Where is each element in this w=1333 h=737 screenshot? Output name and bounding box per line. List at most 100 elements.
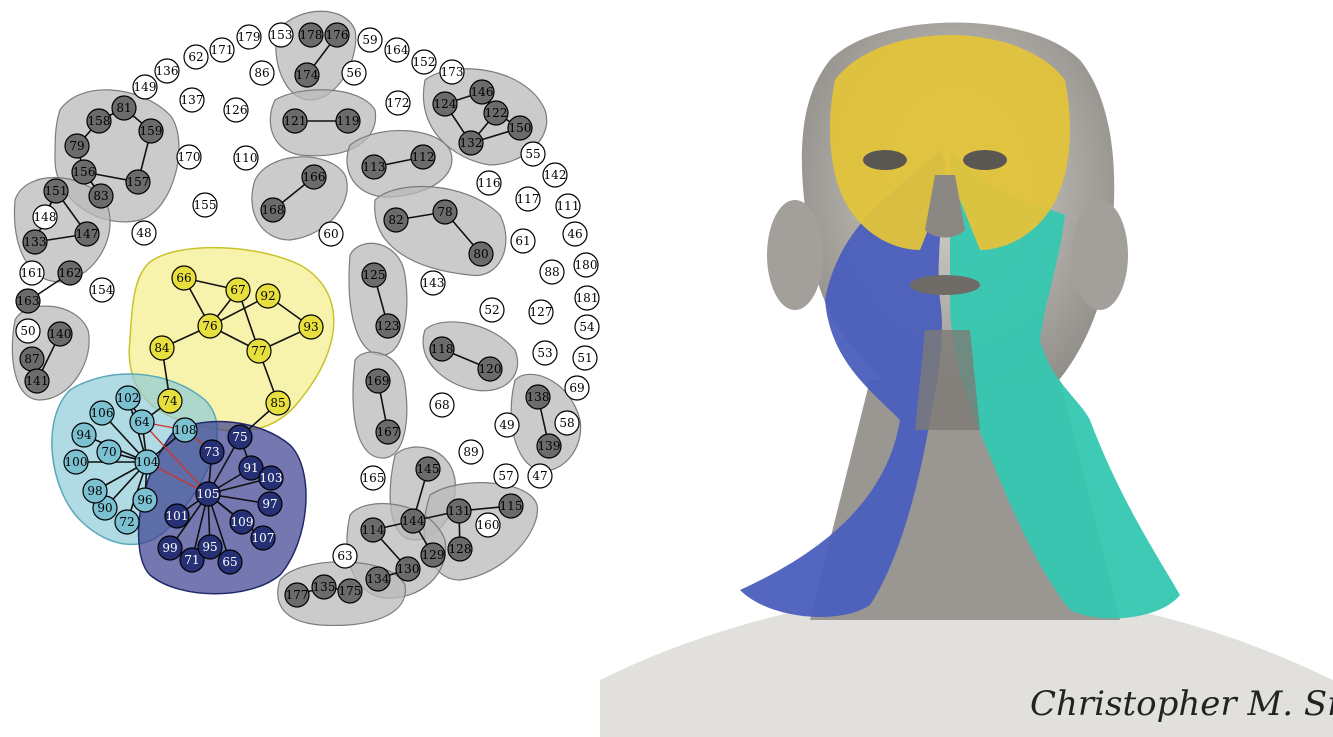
node-label: 162: [59, 266, 82, 280]
node-label: 170: [178, 150, 201, 164]
right-ear-shape: [1072, 200, 1128, 310]
node-label: 84: [154, 341, 170, 355]
network-node: 69: [565, 376, 589, 400]
network-node: 47: [528, 464, 552, 488]
mouth-shape: [910, 275, 980, 295]
network-node: 152: [412, 50, 436, 74]
artist-signature: Christopher M. Smith: [1030, 684, 1333, 724]
network-node: 140: [48, 322, 72, 346]
node-label: 153: [270, 28, 293, 42]
network-node: 151: [44, 179, 68, 203]
node-label: 50: [20, 324, 35, 338]
node-label: 171: [211, 43, 234, 57]
network-node: 73: [200, 440, 224, 464]
network-node: 52: [480, 298, 504, 322]
node-label: 65: [222, 555, 237, 569]
node-label: 90: [97, 501, 112, 515]
network-node: 179: [237, 25, 261, 49]
node-label: 98: [87, 484, 102, 498]
network-node: 46: [563, 222, 587, 246]
network-node: 181: [575, 286, 599, 310]
node-label: 127: [530, 305, 553, 319]
node-label: 115: [500, 499, 523, 513]
network-node: 145: [416, 457, 440, 481]
node-label: 180: [575, 258, 598, 272]
network-node: 97: [258, 492, 282, 516]
node-label: 103: [260, 471, 283, 485]
network-node: 132: [459, 131, 483, 155]
network-node: 72: [115, 510, 139, 534]
network-node: 116: [477, 171, 501, 195]
network-node: 165: [361, 466, 385, 490]
network-node: 54: [575, 315, 599, 339]
node-label: 68: [434, 398, 449, 412]
node-label: 136: [156, 64, 179, 78]
node-label: 155: [194, 198, 217, 212]
network-node: 135: [312, 575, 336, 599]
node-label: 130: [397, 562, 420, 576]
network-diagram: 4647484950515253545556575859606162636465…: [0, 0, 600, 737]
node-label: 102: [117, 391, 140, 405]
node-label: 154: [91, 283, 114, 297]
node-label: 161: [21, 266, 44, 280]
network-node: 157: [126, 170, 150, 194]
network-node: 66: [172, 266, 196, 290]
node-label: 133: [24, 235, 47, 249]
node-label: 74: [162, 394, 178, 408]
node-label: 66: [176, 271, 191, 285]
node-label: 134: [367, 572, 390, 586]
node-label: 147: [76, 227, 99, 241]
node-label: 167: [377, 425, 400, 439]
node-label: 160: [477, 518, 500, 532]
network-node: 95: [198, 535, 222, 559]
node-label: 156: [73, 165, 96, 179]
node-label: 104: [136, 455, 159, 469]
network-node: 144: [401, 509, 425, 533]
node-label: 119: [337, 114, 360, 128]
gray-module-hull: [353, 352, 407, 458]
node-label: 142: [544, 168, 567, 182]
network-node: 88: [540, 260, 564, 284]
network-node: 56: [342, 61, 366, 85]
network-node: 87: [20, 347, 44, 371]
network-node: 178: [299, 23, 323, 47]
network-node: 118: [430, 337, 454, 361]
node-label: 176: [326, 28, 349, 42]
node-label: 140: [49, 327, 72, 341]
network-node: 89: [459, 440, 483, 464]
network-node: 180: [574, 253, 598, 277]
node-label: 135: [313, 580, 336, 594]
network-node: 75: [228, 425, 252, 449]
node-label: 128: [449, 542, 472, 556]
node-label: 172: [387, 96, 410, 110]
node-label: 85: [270, 396, 285, 410]
network-node: 100: [64, 450, 88, 474]
network-node: 173: [440, 60, 464, 84]
node-label: 123: [377, 319, 400, 333]
network-node: 111: [556, 194, 580, 218]
node-label: 94: [76, 428, 92, 442]
network-node: 162: [58, 261, 82, 285]
network-node: 50: [16, 319, 40, 343]
node-label: 79: [69, 139, 84, 153]
network-node: 113: [362, 155, 386, 179]
node-label: 59: [362, 33, 377, 47]
network-node: 76: [198, 314, 222, 338]
node-label: 55: [525, 147, 540, 161]
network-node: 114: [361, 518, 385, 542]
node-label: 137: [181, 93, 204, 107]
network-node: 139: [537, 434, 561, 458]
node-label: 63: [337, 549, 352, 563]
network-node: 138: [526, 385, 550, 409]
network-node: 78: [433, 200, 457, 224]
network-node: 154: [90, 278, 114, 302]
node-label: 47: [532, 469, 547, 483]
node-label: 109: [231, 515, 254, 529]
node-label: 67: [230, 283, 245, 297]
gray-module-hull: [349, 243, 407, 355]
node-label: 158: [88, 114, 111, 128]
network-node: 93: [299, 315, 323, 339]
node-label: 143: [422, 276, 445, 290]
left-ear-shape: [767, 200, 823, 310]
node-label: 77: [251, 344, 266, 358]
